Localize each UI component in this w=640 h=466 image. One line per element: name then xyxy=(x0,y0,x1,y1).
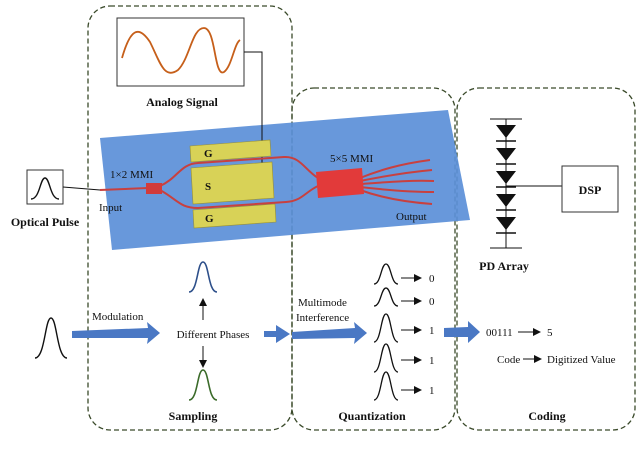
coding-arrow xyxy=(444,321,480,343)
gaussian-pulse-icon xyxy=(373,263,399,285)
optical-pulse-icon xyxy=(30,177,60,200)
different-phases-label: Different Phases xyxy=(177,329,250,341)
coding-title: Coding xyxy=(528,409,565,423)
photodiode-icon xyxy=(496,148,516,165)
analog-signal-box xyxy=(116,17,245,87)
gaussian-pulse-icon xyxy=(373,313,399,343)
dsp-label: DSP xyxy=(579,183,602,197)
pd-array-label: PD Array xyxy=(479,259,529,273)
quantization-value: 0 xyxy=(429,296,435,308)
electrode-g-top-label: G xyxy=(204,148,213,160)
quantization-item: 1 xyxy=(373,371,435,401)
mmi-5x5-label: 5×5 MMI xyxy=(330,153,374,165)
quantization-item: 0 xyxy=(373,263,435,285)
code-result: 5 xyxy=(547,327,553,339)
pulse-link xyxy=(62,186,101,191)
code-value: 00111 xyxy=(486,327,513,339)
gaussian-pulse-icon xyxy=(373,287,399,307)
analog-signal-label: Analog Signal xyxy=(146,95,218,109)
analog-wave xyxy=(121,27,241,74)
interference-label: Interference xyxy=(296,312,349,324)
sampling-title: Sampling xyxy=(169,409,218,423)
quantization-value: 0 xyxy=(429,273,435,285)
photodiode-icon xyxy=(496,194,516,211)
mmi-1x2-label: 1×2 MMI xyxy=(110,169,154,181)
photodiode-icon xyxy=(496,217,516,234)
phases-arrow xyxy=(264,325,290,343)
dsp-box xyxy=(561,165,619,213)
gaussian-pulse-icon xyxy=(373,371,399,401)
quantization-value: 1 xyxy=(429,325,435,337)
input-label: Input xyxy=(99,202,122,214)
waveguides xyxy=(99,155,435,210)
quantization-item: 0 xyxy=(373,287,435,308)
phase-pulse-green-icon xyxy=(188,369,218,401)
interference-arrow xyxy=(292,322,367,344)
input-pulse-icon xyxy=(34,317,68,359)
quantization-item: 1 xyxy=(373,313,435,343)
output-label: Output xyxy=(396,211,427,223)
modulation-label: Modulation xyxy=(92,311,144,323)
coding-box xyxy=(456,87,636,431)
electrode-g-bottom-label: G xyxy=(205,213,214,225)
quantization-item: 1 xyxy=(373,343,435,373)
quantization-title: Quantization xyxy=(338,409,406,423)
phase-pulse-blue-icon xyxy=(188,261,218,293)
pd-array xyxy=(490,118,522,249)
quantization-value: 1 xyxy=(429,355,435,367)
electrode-s xyxy=(190,161,275,205)
quantization-value: 1 xyxy=(429,385,435,397)
quantization-box xyxy=(291,87,456,431)
multimode-label: Multimode xyxy=(298,297,347,309)
electrode-g-bottom xyxy=(192,203,277,229)
optical-pulse-label: Optical Pulse xyxy=(11,215,80,229)
electrode-g-top xyxy=(189,139,272,163)
quantization-list: 0 0 1 1 1 xyxy=(373,263,435,401)
mmi-1x2 xyxy=(146,183,162,194)
photodiode-icon xyxy=(496,171,516,188)
code-label: Code xyxy=(497,354,520,366)
chip-substrate xyxy=(100,110,470,250)
photodiode-icon xyxy=(496,125,516,142)
gaussian-pulse-icon xyxy=(373,343,399,373)
electrode-s-label: S xyxy=(205,181,211,193)
mmi-5x5 xyxy=(316,168,364,198)
digitized-value-label: Digitized Value xyxy=(547,354,616,366)
modulation-arrow xyxy=(72,322,160,344)
